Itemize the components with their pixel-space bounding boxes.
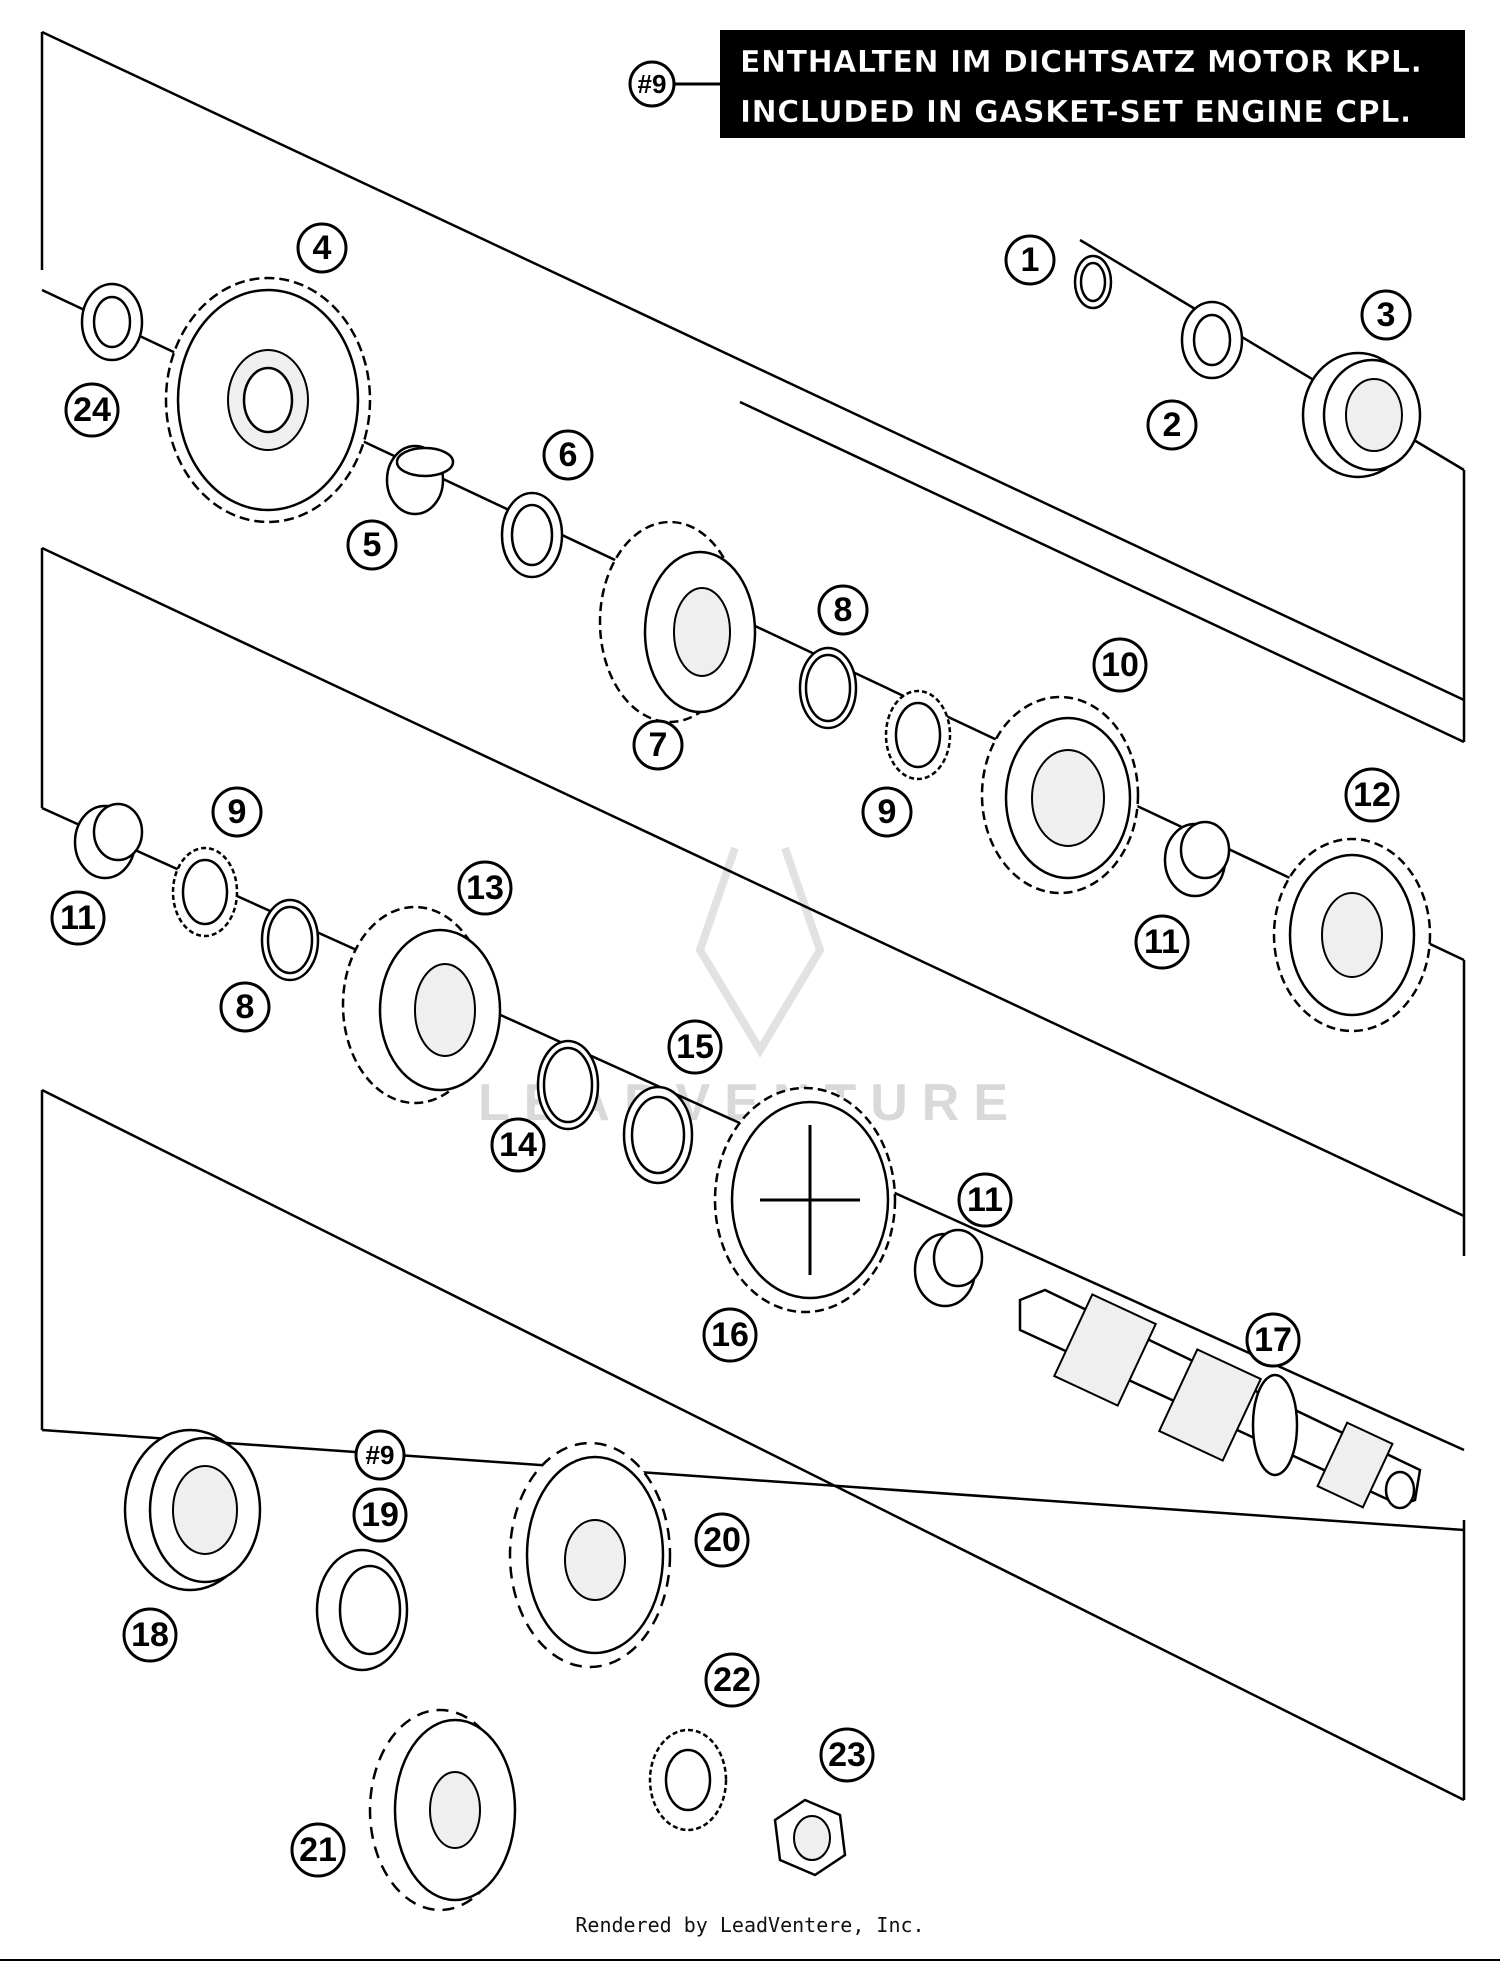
- callout-13: 13: [457, 860, 513, 916]
- svg-text:9: 9: [228, 793, 247, 831]
- callout-21: 21: [290, 1822, 346, 1878]
- gasket-set-note: ENTHALTEN IM DICHTSATZ MOTOR KPL. INCLUD…: [628, 30, 1465, 138]
- callout-6: 6: [542, 429, 594, 481]
- svg-text:24: 24: [73, 391, 111, 429]
- part-bearing-3: [1301, 351, 1422, 479]
- svg-text:18: 18: [131, 1616, 169, 1654]
- callout-8a: 8: [817, 584, 869, 636]
- callout-24: 24: [64, 382, 120, 438]
- svg-text:11: 11: [967, 1181, 1003, 1219]
- rendered-by-footer: Rendered by LeadVentеre, Inc.: [575, 1913, 925, 1937]
- svg-text:11: 11: [1144, 923, 1180, 961]
- part-washer-6: [500, 491, 564, 579]
- callout-9a: 9: [861, 786, 913, 838]
- svg-text:#9: #9: [366, 1440, 395, 1470]
- callout-7: 7: [632, 719, 684, 771]
- part-bushing-5: [385, 444, 455, 516]
- part-lock-washer-22: [648, 1728, 728, 1832]
- part-gear-7: [598, 520, 757, 724]
- svg-text:12: 12: [1353, 776, 1391, 814]
- svg-text:4: 4: [313, 229, 332, 267]
- svg-text:2: 2: [1163, 406, 1182, 444]
- note-line-1: ENTHALTEN IM DICHTSATZ MOTOR KPL.: [740, 45, 1422, 80]
- callout-12: 12: [1344, 767, 1400, 823]
- part-splined-washer-9b: [171, 846, 239, 938]
- part-bushing-11b: [1163, 820, 1231, 898]
- svg-text:7: 7: [649, 726, 668, 764]
- part-circlip-1: [1073, 254, 1113, 310]
- callout-11c: 11: [957, 1172, 1013, 1228]
- part-splined-washer-9a: [884, 689, 952, 781]
- svg-text:8: 8: [834, 591, 853, 629]
- callout-11b: 11: [1134, 914, 1190, 970]
- part-bushing-11a: [73, 802, 144, 880]
- callout-22: 22: [704, 1652, 760, 1708]
- note-ref-circle: [628, 60, 676, 108]
- svg-text:15: 15: [676, 1028, 714, 1066]
- svg-text:19: 19: [361, 1496, 399, 1534]
- svg-text:22: 22: [713, 1661, 751, 1699]
- svg-text:5: 5: [363, 526, 382, 564]
- callout-17: 17: [1245, 1312, 1301, 1368]
- svg-text:16: 16: [711, 1316, 749, 1354]
- callout-16: 16: [702, 1307, 758, 1363]
- svg-text:11: 11: [60, 899, 96, 937]
- callout-5: 5: [346, 519, 398, 571]
- callout-8b: 8: [219, 981, 271, 1033]
- part-gear-13: [341, 905, 502, 1105]
- part-sprocket-21: [368, 1708, 517, 1912]
- svg-text:6: 6: [559, 436, 578, 474]
- svg-text:3: 3: [1377, 296, 1396, 334]
- part-bearing-18: [123, 1428, 262, 1592]
- part-bushing-11c: [913, 1228, 984, 1308]
- part-washer-24: [80, 282, 144, 362]
- svg-text:23: 23: [828, 1736, 866, 1774]
- part-washer-2: [1180, 300, 1244, 380]
- part-gear-12: [1272, 837, 1432, 1033]
- part-gear-4: [164, 276, 372, 524]
- callout-10: 10: [1092, 637, 1148, 693]
- svg-text:1: 1: [1021, 241, 1040, 279]
- callout-19-ref: #9: [354, 1429, 406, 1481]
- part-ring-8a: [798, 646, 858, 730]
- callout-14: 14: [490, 1117, 546, 1173]
- callout-11a: 11: [50, 890, 106, 946]
- part-sprocket-20: [508, 1441, 672, 1669]
- part-gear-10: [980, 695, 1140, 895]
- callout-9b: 9: [211, 786, 263, 838]
- callout-18: 18: [122, 1607, 178, 1663]
- svg-text:21: 21: [299, 1831, 337, 1869]
- part-gear-16: [713, 1086, 897, 1314]
- part-circlip-14: [536, 1039, 600, 1131]
- part-washer-15: [622, 1085, 694, 1185]
- svg-text:8: 8: [236, 988, 255, 1026]
- callout-4: 4: [296, 222, 348, 274]
- note-line-2: INCLUDED IN GASKET-SET ENGINE CPL.: [740, 95, 1412, 130]
- callout-2: 2: [1146, 399, 1198, 451]
- svg-text:17: 17: [1254, 1321, 1292, 1359]
- part-nut-23: [773, 1798, 847, 1877]
- svg-text:13: 13: [466, 869, 504, 907]
- part-seal-19: [315, 1548, 409, 1672]
- callout-15: 15: [667, 1019, 723, 1075]
- svg-text:20: 20: [703, 1521, 741, 1559]
- svg-text:10: 10: [1101, 646, 1139, 684]
- note-ref-label: #9: [638, 69, 667, 99]
- part-shaft-17: [1018, 1288, 1422, 1510]
- callout-1: 1: [1004, 234, 1056, 286]
- svg-text:9: 9: [878, 793, 897, 831]
- callout-19: 19: [352, 1487, 408, 1543]
- part-ring-8b: [260, 898, 320, 982]
- callout-20: 20: [694, 1512, 750, 1568]
- callout-23: 23: [819, 1727, 875, 1783]
- callout-3: 3: [1360, 289, 1412, 341]
- panel-frames: [40, 30, 1466, 1802]
- svg-text:14: 14: [499, 1126, 537, 1164]
- note-box: [720, 30, 1465, 138]
